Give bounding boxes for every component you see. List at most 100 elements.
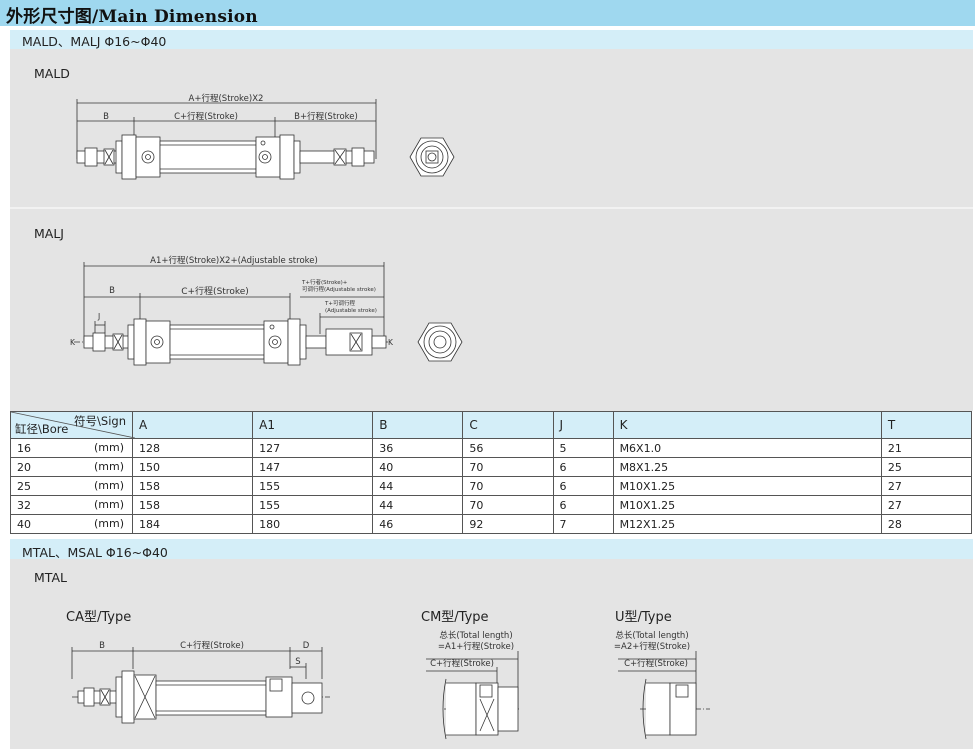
table-cell: 46 bbox=[372, 514, 464, 534]
column-header: A1 bbox=[252, 411, 374, 439]
ca-type-title: CA型/Type bbox=[66, 610, 132, 625]
mald-dim-b: B bbox=[103, 112, 109, 122]
mtal-label: MTAL bbox=[34, 570, 67, 585]
column-header: C bbox=[462, 411, 554, 439]
table-cell: M8X1.25 bbox=[612, 457, 882, 477]
mald-drawing: A+行程(Stroke)X2 B C+行程(Stroke) B+行程(Strok… bbox=[76, 93, 455, 180]
unit-label: (mm) bbox=[93, 460, 124, 473]
bore-cell: 16 (mm) bbox=[10, 438, 133, 458]
table-row: 32 (mm) 158 155 44 70 6 M10X1.25 27 bbox=[10, 495, 973, 515]
ca-dim-s: S bbox=[295, 657, 300, 667]
malj-dim-b: B bbox=[109, 286, 115, 296]
section1-subtitle-bar bbox=[10, 30, 973, 49]
bore-value: 16 bbox=[17, 441, 31, 455]
table-cell: 158 bbox=[131, 495, 254, 515]
table-cell: M10X1.25 bbox=[612, 495, 882, 515]
mald-dim-a: A+行程(Stroke)X2 bbox=[189, 93, 264, 104]
malj-dim-j: J bbox=[97, 312, 100, 321]
section2-subtitle: MTAL、MSAL Φ16~Φ40 bbox=[22, 545, 168, 560]
malj-drawing: A1+行程(Stroke)X2+(Adjustable stroke) B C+… bbox=[70, 255, 463, 366]
table-cell: 36 bbox=[372, 438, 464, 458]
page-title: 外形尺寸图/Main Dimension bbox=[6, 7, 258, 27]
column-header: T bbox=[880, 411, 973, 439]
table-cell: M12X1.25 bbox=[612, 514, 882, 534]
table-cell: 27 bbox=[880, 495, 973, 515]
table-header-row: 符号\Sign 缸径\Bore A A1 B C J K T bbox=[10, 411, 973, 439]
table-cell: 21 bbox=[880, 438, 973, 458]
ca-dim-c: C+行程(Stroke) bbox=[180, 640, 244, 651]
title-bar: 外形尺寸图/Main Dimension bbox=[0, 0, 975, 27]
column-header: A bbox=[131, 411, 254, 439]
ca-dim-d: D bbox=[303, 641, 310, 651]
table-cell: 6 bbox=[552, 457, 614, 477]
table-cell: 40 bbox=[372, 457, 464, 477]
cm-total-line1: 总长(Total length) bbox=[439, 630, 512, 641]
table-cell: 56 bbox=[462, 438, 554, 458]
u-dim-c: C+行程(Stroke) bbox=[624, 658, 688, 669]
table-cell: 127 bbox=[252, 438, 374, 458]
bore-value: 25 bbox=[17, 479, 31, 493]
malj-dim-k-left: K bbox=[70, 338, 76, 347]
table-cell: 6 bbox=[552, 476, 614, 496]
table-cell: 184 bbox=[131, 514, 254, 534]
corner-diagonal bbox=[11, 412, 135, 438]
malj-dim-c: C+行程(Stroke) bbox=[181, 285, 249, 297]
table-row: 16(mm) 128 127 36 56 5 M6X1.0 21 bbox=[10, 438, 973, 458]
table-cell: M10X1.25 bbox=[612, 476, 882, 496]
bore-cell: 25 (mm) bbox=[10, 476, 133, 496]
header-bore: 缸径\Bore bbox=[15, 422, 69, 436]
u-total-line2: =A2+行程(Stroke) bbox=[614, 641, 690, 652]
table-cell: 70 bbox=[462, 476, 554, 496]
table-cell: 150 bbox=[131, 457, 254, 477]
bore-value: 20 bbox=[17, 460, 31, 474]
bore-value: 40 bbox=[17, 517, 31, 531]
bore-cell: 40 (mm) bbox=[10, 514, 133, 534]
u-total-line1: 总长(Total length) bbox=[615, 630, 688, 641]
table-cell: 25 bbox=[880, 457, 973, 477]
unit-label: (mm) bbox=[93, 479, 124, 492]
table-cell: 180 bbox=[252, 514, 374, 534]
table-cell: 147 bbox=[252, 457, 374, 477]
mtal-drawing: B C+行程(Stroke) D S 总长(Total length) =A1+… bbox=[71, 630, 710, 740]
u-type-title: U型/Type bbox=[615, 610, 672, 625]
table-cell: 27 bbox=[880, 476, 973, 496]
table-row: 20 (mm) 150 147 40 70 6 M8X1.25 25 bbox=[10, 457, 973, 477]
bore-cell: 20 (mm) bbox=[10, 457, 133, 477]
malj-dim-t2-line1: T+可调行程 bbox=[324, 299, 355, 307]
mald-label: MALD bbox=[34, 66, 70, 81]
table-cell: 7 bbox=[552, 514, 614, 534]
bore-cell: 32 (mm) bbox=[10, 495, 133, 515]
table-cell: M6X1.0 bbox=[612, 438, 882, 458]
panel-separator bbox=[10, 207, 973, 209]
malj-dim-t2-line2: (Adjustable stroke) bbox=[325, 308, 377, 314]
mald-dim-bplus: B+行程(Stroke) bbox=[294, 111, 358, 122]
table-cell: 5 bbox=[552, 438, 614, 458]
cm-total-line2: =A1+行程(Stroke) bbox=[438, 641, 514, 652]
table-cell: 44 bbox=[372, 495, 464, 515]
table-row: 40(mm) 184 180 46 92 7 M12X1.25 28 bbox=[10, 514, 973, 534]
section1-subtitle: MALD、MALJ Φ16~Φ40 bbox=[22, 34, 167, 49]
table-cell: 6 bbox=[552, 495, 614, 515]
column-header: B bbox=[372, 411, 464, 439]
unit-label: (mm) bbox=[93, 441, 124, 454]
table-cell: 70 bbox=[462, 495, 554, 515]
malj-panel bbox=[10, 209, 973, 411]
column-header: K bbox=[612, 411, 882, 439]
malj-label: MALJ bbox=[34, 226, 64, 241]
table-cell: 155 bbox=[252, 495, 374, 515]
table-cell: 70 bbox=[462, 457, 554, 477]
section2-subtitle-bar bbox=[10, 539, 973, 559]
table-cell: 28 bbox=[880, 514, 973, 534]
malj-dim-t-line2: 可调行程(Adjustable stroke) bbox=[302, 285, 376, 293]
table-corner-header: 符号\Sign 缸径\Bore bbox=[10, 411, 135, 439]
cm-dim-c: C+行程(Stroke) bbox=[430, 658, 494, 669]
table-row: 25(mm) 158 155 44 70 6 M10X1.25 27 bbox=[10, 476, 973, 496]
dimension-table: 符号\Sign 缸径\Bore A A1 B C J K T 16 (mm) 12… bbox=[10, 411, 973, 534]
ca-dim-b: B bbox=[99, 641, 105, 651]
malj-dim-k-right: K bbox=[388, 338, 394, 347]
malj-dim-a1: A1+行程(Stroke)X2+(Adjustable stroke) bbox=[150, 255, 318, 266]
unit-label: (mm) bbox=[93, 498, 124, 511]
unit-label: (mm) bbox=[93, 517, 124, 530]
bore-value: 32 bbox=[17, 498, 31, 512]
header-sign: 符号\Sign bbox=[74, 414, 126, 428]
